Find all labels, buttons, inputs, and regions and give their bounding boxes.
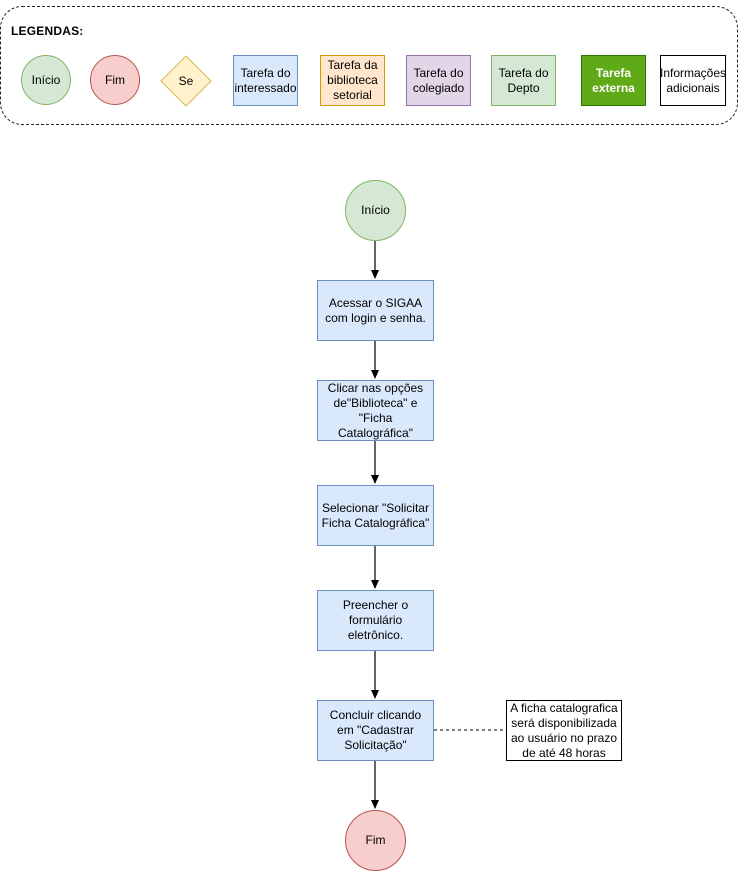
legend-decision-label: Se [179, 74, 194, 88]
legend-task-interessado: Tarefa do interessado [233, 55, 298, 106]
step-click-biblioteca-options: Clicar nas opções de"Biblioteca" e "Fich… [317, 380, 434, 441]
step-access-sigaa: Acessar o SIGAA com login e senha. [317, 280, 434, 341]
legend-task-depto: Tarefa do Depto [491, 55, 556, 106]
info-note-prazo: A ficha catalografica será disponibiliza… [506, 700, 622, 761]
step-conclude-cadastrar: Concluir clicando em "Cadastrar Solicita… [317, 700, 434, 761]
step-fill-form: Preencher o formulário eletrônico. [317, 590, 434, 651]
legend-task-externa: Tarefa externa [581, 55, 646, 106]
step-select-solicitar-ficha: Selecionar "Solicitar Ficha Catalográfic… [317, 485, 434, 546]
flow-start-node: Início [345, 180, 406, 241]
flow-end-node: Fim [345, 810, 406, 871]
legend-info-adicional: Informações adicionais [660, 55, 726, 106]
legend-title: LEGENDAS: [11, 24, 84, 38]
legend-container [0, 6, 738, 125]
legend-decision-node: Se [160, 55, 212, 107]
legend-task-colegiado: Tarefa do colegiado [406, 55, 471, 106]
legend-end-node: Fim [90, 55, 140, 105]
legend-task-biblioteca: Tarefa da biblioteca setorial [320, 55, 385, 106]
legend-start-node: Início [21, 55, 71, 105]
